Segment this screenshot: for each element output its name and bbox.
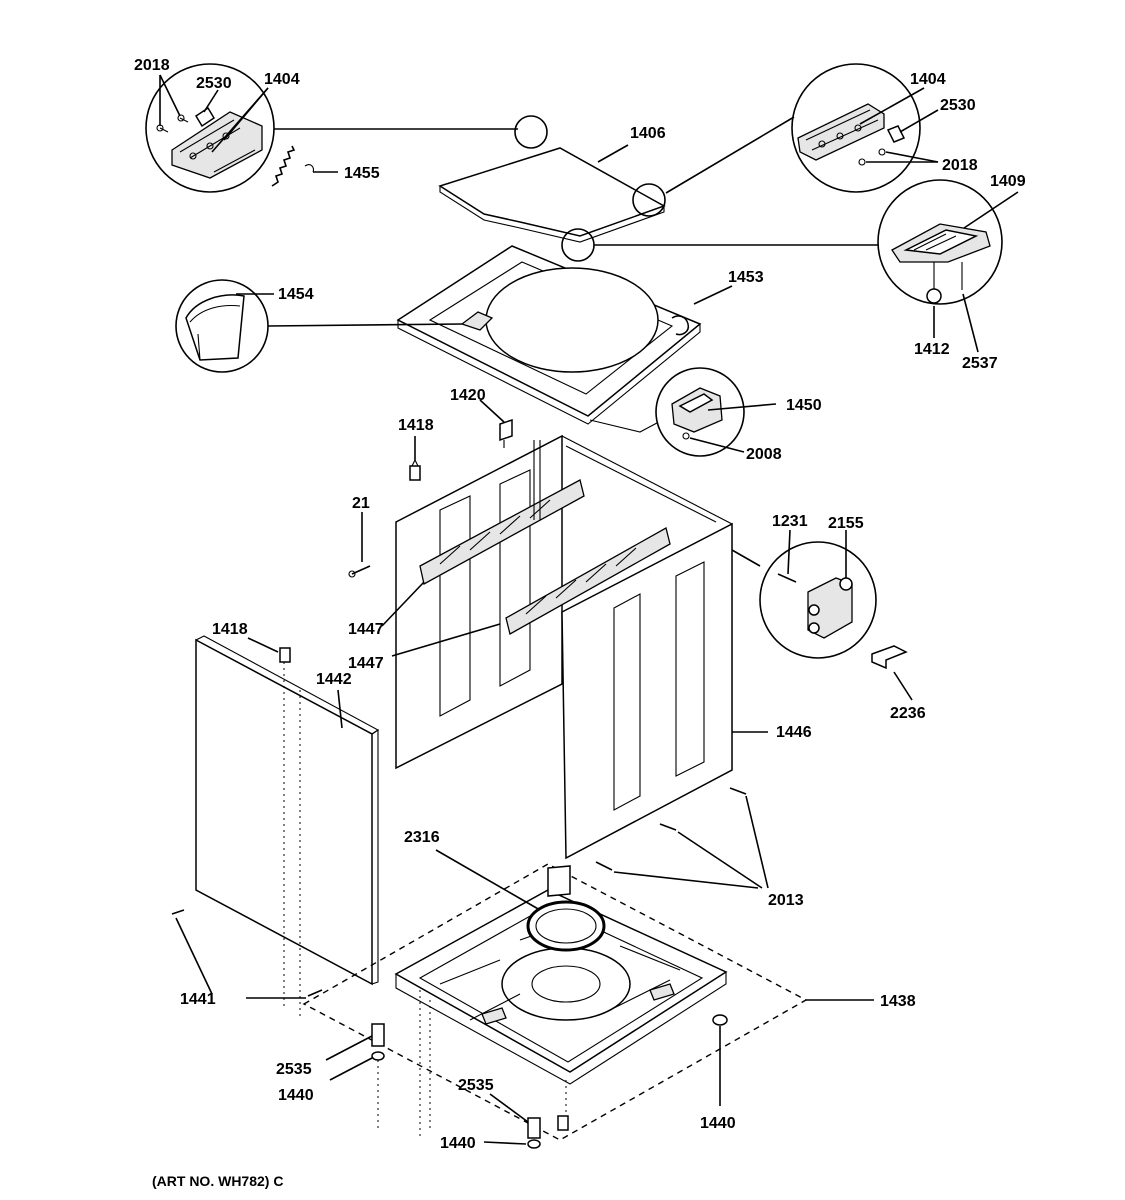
label-1420: 1420 xyxy=(450,387,486,404)
leveling-leg-front xyxy=(527,1115,569,1149)
label-1454: 1454 xyxy=(278,286,314,303)
lid-1406 xyxy=(438,115,666,262)
label-1440-left: 1440 xyxy=(278,1087,314,1104)
clip-1420 xyxy=(499,418,513,448)
side-panel-1442 xyxy=(195,635,380,1020)
hinge-detail-right xyxy=(791,63,921,193)
lid-switch-detail-1450 xyxy=(655,367,745,457)
foot-right-1440 xyxy=(712,1014,728,1026)
label-1442: 1442 xyxy=(316,671,352,688)
art-number: (ART NO. WH782) C xyxy=(152,1173,283,1189)
plug-1418-upper xyxy=(409,458,421,481)
label-1441: 1441 xyxy=(180,991,216,1008)
label-1406: 1406 xyxy=(630,125,666,142)
label-1455: 1455 xyxy=(344,165,380,182)
valve-detail-2155 xyxy=(759,541,877,659)
label-2018-right: 2018 xyxy=(942,157,978,174)
label-1404-right: 1404 xyxy=(910,71,946,88)
label-2316: 2316 xyxy=(404,829,440,846)
label-1438: 1438 xyxy=(880,993,916,1010)
label-2535-front: 2535 xyxy=(458,1077,494,1094)
screw-21 xyxy=(348,565,371,578)
label-2535-left: 2535 xyxy=(276,1061,312,1078)
label-21: 21 xyxy=(352,495,370,512)
bracket-2236 xyxy=(871,645,908,670)
top-panel-1453 xyxy=(396,245,702,433)
label-1447-upper: 1447 xyxy=(348,621,384,638)
leveling-leg-left xyxy=(371,1023,385,1130)
hinge-detail-left xyxy=(145,63,275,193)
label-2530-right: 2530 xyxy=(940,97,976,114)
label-2236: 2236 xyxy=(890,705,926,722)
label-2008: 2008 xyxy=(746,446,782,463)
dispenser-cup-detail-1454 xyxy=(175,279,269,373)
label-2537: 2537 xyxy=(962,355,998,372)
cabinet-1446 xyxy=(395,434,733,860)
label-2155: 2155 xyxy=(828,515,864,532)
label-1440-right: 1440 xyxy=(700,1115,736,1132)
label-1404-left: 1404 xyxy=(264,71,300,88)
label-2530-left: 2530 xyxy=(196,75,232,92)
label-1409: 1409 xyxy=(990,173,1026,190)
label-1447-lower: 1447 xyxy=(348,655,384,672)
label-1418-lower: 1418 xyxy=(212,621,248,638)
hinge-detail-1409 xyxy=(877,179,1003,305)
spring-1455 xyxy=(271,145,338,187)
base-1438 xyxy=(302,863,808,1141)
label-1231: 1231 xyxy=(772,513,808,530)
label-1418-upper: 1418 xyxy=(398,417,434,434)
label-2013: 2013 xyxy=(768,892,804,909)
label-1440-front: 1440 xyxy=(440,1135,476,1152)
label-1450: 1450 xyxy=(786,397,822,414)
label-1453: 1453 xyxy=(728,269,764,286)
label-1412: 1412 xyxy=(914,341,950,358)
screws-2013 xyxy=(595,787,747,871)
label-1446: 1446 xyxy=(776,724,812,741)
label-2018-left: 2018 xyxy=(134,57,170,74)
